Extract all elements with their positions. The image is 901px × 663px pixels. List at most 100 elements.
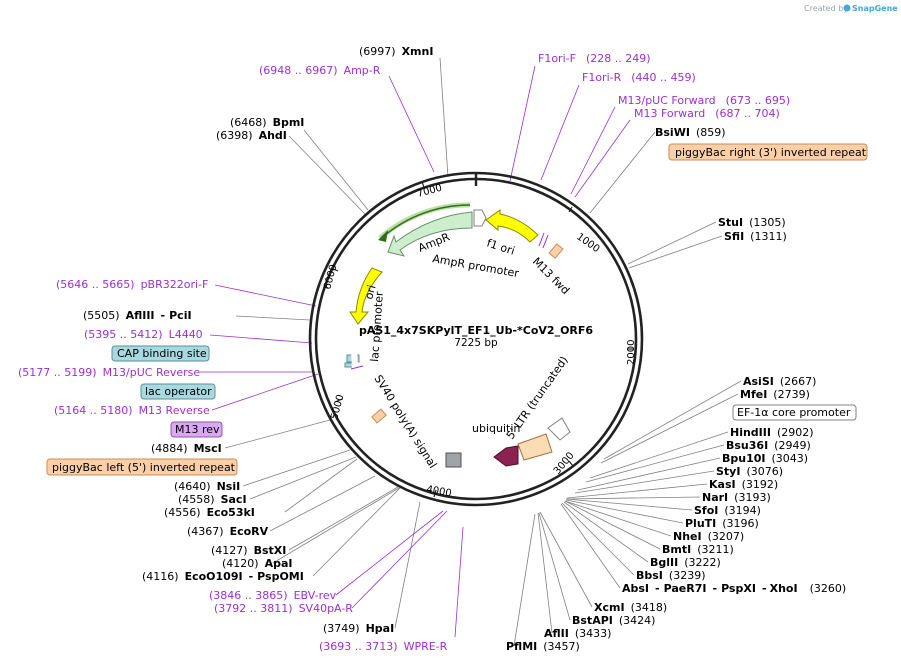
scale-ticks: 1000 2000 3000 4000 5000 6000 7000	[322, 180, 637, 499]
box-lac-operator: lac operator	[140, 383, 216, 400]
leader-ahdi	[288, 135, 366, 215]
leader-lines	[224, 57, 742, 647]
site-ecoo109i-pspomi: (4116)EcoO109I-PspOMI	[142, 570, 304, 583]
boxed-feature-labels: piggyBac right (3') inverted repeat CAP …	[46, 143, 868, 476]
leader-kasi	[566, 483, 708, 499]
leader-hindiii	[589, 431, 729, 479]
tick-3000	[568, 460, 574, 467]
leader-bbsi	[561, 502, 635, 576]
leader-styi	[574, 470, 715, 494]
leader-xmni	[439, 57, 449, 178]
leader-msci	[224, 419, 331, 449]
sv40-polya-box	[445, 452, 462, 468]
label-f1-ori: f1 ori	[485, 236, 516, 257]
site-bsiwi: BsiWI(859)	[655, 126, 726, 139]
site-nari: NarI(3193)	[702, 491, 771, 504]
site-bglii: BglII(3222)	[650, 556, 721, 569]
svg-text:piggyBac right (3') inverted r: piggyBac right (3') inverted repeat	[675, 146, 867, 159]
svg-text:piggyBac left (5') inverted re: piggyBac left (5') inverted repeat	[52, 461, 236, 474]
svg-text:lac operator: lac operator	[145, 385, 212, 398]
plasmid-title: pAS1_4x7SKPylT_EF1_Ub-*CoV2_ORF6 7225 bp	[359, 324, 593, 349]
backbone	[308, 171, 644, 507]
box-cap-binding-site: CAP binding site	[111, 345, 210, 362]
leader-hpai	[394, 501, 421, 629]
site-apai: (4120)ApaI	[222, 557, 292, 570]
leader-pflmi	[513, 513, 536, 647]
inner-labels: f1 ori AmpR AmpR promoter M13 fwd ori la…	[362, 230, 572, 470]
site-eco53ki: (4556)Eco53kI	[164, 506, 255, 519]
box-piggybac-left: piggyBac left (5') inverted repeat	[46, 458, 238, 476]
piggybac-left-mark	[371, 408, 387, 424]
primer-amp-r: (6948 .. 6967)Amp-R	[259, 64, 381, 77]
site-mfei: MfeI(2739)	[740, 388, 810, 401]
primer-leader-pbr322ori	[214, 284, 317, 307]
site-asisi: AsiSI(2667)	[743, 375, 816, 388]
ampr-strand-line	[383, 204, 471, 237]
primer-pbr322ori-f: (5646 .. 5665)pBR322ori-F	[56, 278, 208, 291]
site-kasi: KasI(3192)	[709, 478, 778, 491]
site-absi-paer7i-pspxi-xhoi: AbsI-PaeR7I-PspXI-XhoI(3260)	[622, 582, 846, 595]
primer-leader-m13-rev	[211, 373, 319, 411]
primer-m13-reverse: (5164 .. 5180)M13 Reverse	[54, 404, 210, 417]
site-styi: StyI(3076)	[716, 465, 783, 478]
site-xmni: (6997)XmnI	[359, 45, 433, 58]
svg-text:EF-1α core promoter: EF-1α core promoter	[737, 406, 851, 419]
label-sv40: SV40 poly(A) signal	[371, 373, 439, 471]
m13-pucfwd-mark	[542, 234, 549, 249]
primer-l4440: (5395 .. 5412)L4440	[84, 328, 203, 341]
f1-ori-arrow	[485, 209, 539, 243]
leader-sfii	[628, 235, 723, 269]
leader-saci	[249, 456, 357, 500]
leader-nhei	[564, 500, 672, 537]
site-bmti: BmtI(3211)	[662, 543, 734, 556]
leader-afliii	[235, 315, 311, 321]
primer-leader-amp-r	[388, 75, 435, 173]
tick-label-4000: 4000	[425, 484, 452, 499]
site-ecorv: (4367)EcoRV	[187, 525, 269, 538]
primer-leader-ebv-rev	[335, 510, 444, 596]
tick-5000	[334, 398, 343, 403]
leader-eco53ki	[284, 458, 358, 513]
leader-xcmi	[539, 511, 593, 608]
credit: Created by SnapGene	[804, 4, 898, 13]
primer-f1ori-f: F1ori-F(228 .. 249)	[538, 52, 651, 65]
right-sites: AsiSI(2667) MfeI(2739) HindIII(2902) Bsu…	[506, 375, 846, 653]
leader-ecoo109i	[312, 487, 401, 577]
leader-nari	[566, 496, 701, 500]
site-stui: StuI(1305)	[718, 216, 786, 229]
site-pflmi: PflMI(3457)	[506, 640, 580, 653]
site-afliii-pcii: (5505)AflIII-PciI	[83, 309, 192, 322]
primer-m13puc-reverse: (5177 .. 5199)M13/pUC Reverse	[18, 366, 200, 379]
leader-bstapi	[538, 512, 571, 621]
leader-bsiwi	[589, 131, 656, 214]
primer-leader-m13-fwd	[574, 119, 631, 198]
primer-wpre-r: (3693 .. 3713)WPRE-R	[319, 640, 448, 653]
primer-ebv-rev: (3846 .. 3865)EBV-rev	[209, 589, 337, 602]
site-nhei: NheI(3207)	[673, 530, 744, 543]
svg-text:CAP binding site: CAP binding site	[117, 347, 207, 360]
features	[349, 202, 571, 468]
primer-sv40pa-r: (3792 .. 3811)SV40pA-R	[214, 602, 353, 615]
leader-bsu36i	[585, 444, 725, 483]
tick-4000	[433, 489, 437, 498]
box-ef1a-core-promoter: EF-1α core promoter	[732, 404, 857, 421]
credit-prefix: Created by	[804, 4, 848, 13]
primer-leader-l4440	[209, 334, 313, 344]
site-msci: (4884)MscI	[151, 442, 222, 455]
ampr-arrow	[387, 211, 473, 257]
primer-leader-f1ori-f	[509, 65, 536, 182]
leader-bmti	[564, 500, 661, 550]
ori-arrow	[349, 267, 383, 325]
site-nsii: (4640)NsiI	[174, 480, 240, 493]
site-sfii: SfiI(1311)	[724, 230, 787, 243]
tick-6000	[330, 267, 339, 272]
leader-bpmi	[303, 129, 369, 211]
site-sfoi: SfoI(3194)	[694, 504, 761, 517]
label-ori: ori	[362, 284, 378, 301]
site-bbsi: BbsI(3239)	[636, 569, 705, 582]
credit-brand: SnapGene	[852, 4, 898, 13]
ubiquitin-arrow	[493, 445, 519, 467]
leader-stui	[627, 221, 717, 265]
tick-label-7000: 7000	[416, 183, 443, 200]
